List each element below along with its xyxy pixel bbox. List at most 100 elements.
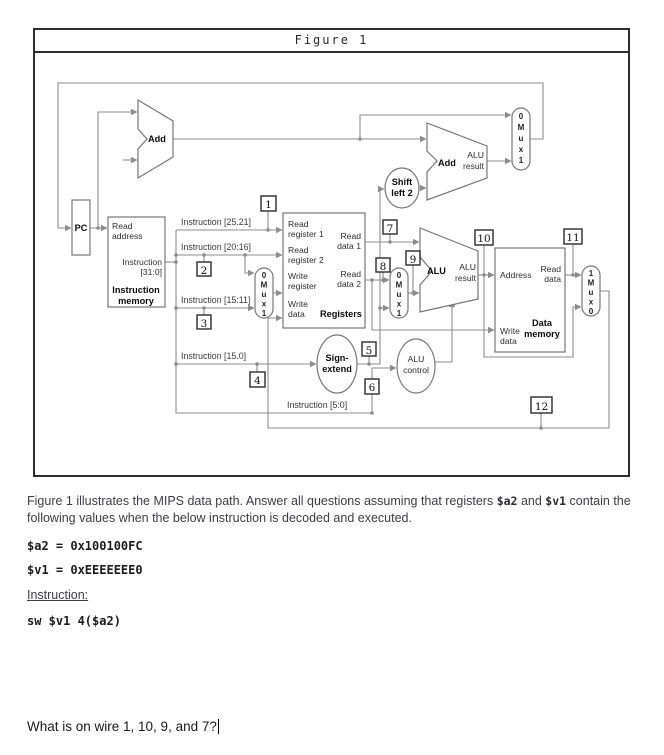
junction-dot (174, 362, 178, 366)
junction-dot (255, 362, 259, 366)
junction-dots (96, 137, 575, 430)
register-value-a2: $a2 = 0x100100FC (27, 539, 143, 553)
label-instr-5-0: Instruction [5:0] (287, 400, 347, 410)
register-value-v1: $v1 = 0xEEEEEEE0 (27, 563, 143, 577)
junction-dot (571, 273, 575, 277)
wire-tag-12: 12 (530, 396, 553, 414)
label-instr-15-11: Instruction [15:11] (181, 295, 250, 305)
wire-tag-9: 9 (405, 250, 421, 266)
sign-extend (316, 334, 358, 394)
wire-writeback (267, 290, 610, 429)
wire-tag-ticks (203, 211, 574, 428)
wire-tag-10: 10 (474, 229, 494, 246)
dmem-address-port: Address (500, 270, 532, 280)
svg-text:4: 4 (254, 375, 261, 387)
registers-name: Registers (320, 309, 362, 319)
wire-aluctl-out (435, 300, 456, 363)
junction-dot (370, 411, 374, 415)
imem-instruction-port: Instruction[31:0] (122, 257, 162, 277)
junction-dot (202, 306, 206, 310)
wire-tag-1: 1 (260, 195, 277, 212)
label-instr-15-0: Instruction [15.0] (181, 351, 246, 361)
register-v1-ref: $v1 (545, 494, 567, 508)
svg-text:6: 6 (369, 382, 376, 394)
regdst-mux (254, 267, 274, 319)
pcsrc-mux (511, 107, 531, 171)
wire-tag-5: 5 (361, 341, 377, 357)
figure-title: Figure 1 (35, 30, 628, 53)
wire-pcsrc-to-pc (57, 82, 544, 232)
junction-dot (381, 278, 385, 282)
wire-alu-result-bypass (483, 275, 582, 358)
wire-tag-6: 6 (364, 378, 380, 395)
junction-dot (370, 278, 374, 282)
instruction-memory-box (107, 216, 166, 308)
junction-dot (174, 253, 178, 257)
junction-dot (482, 273, 486, 277)
paragraph-text: Figure 1 illustrates the MIPS data path.… (27, 494, 497, 508)
data-memory-box (494, 247, 566, 353)
svg-text:11: 11 (566, 232, 579, 244)
wire-field-labels: Instruction [25.21] Instruction [20:16] … (181, 217, 347, 410)
svg-text:1: 1 (265, 199, 272, 211)
alu (419, 227, 479, 313)
wire-mem-write-data (371, 280, 495, 334)
add-unit (137, 98, 174, 180)
wire-tag-4: 4 (249, 371, 266, 388)
wire-tag-11: 11 (563, 228, 583, 245)
branch-adder (426, 122, 488, 201)
question-line[interactable]: What is on wire 1, 10, 9, and 7? (27, 719, 220, 734)
add-label: Add (148, 134, 166, 144)
register-a2-ref: $a2 (496, 494, 518, 508)
junction-dot (174, 260, 178, 264)
junction-dot (266, 228, 270, 232)
alu-control (396, 338, 436, 394)
alu-label: ALU (427, 266, 446, 276)
instruction-code: sw $v1 4($a2) (27, 614, 121, 628)
svg-text:2: 2 (201, 265, 208, 277)
datapath-wires (57, 82, 610, 429)
wire-number-tags: 1 2 3 4 5 6 7 8 9 10 11 12 (196, 195, 583, 414)
branch-adder-label: Add (438, 158, 456, 168)
wire-regdst-branch (244, 255, 255, 277)
registers-box (282, 212, 366, 329)
svg-text:9: 9 (410, 254, 417, 266)
instruction-heading: Instruction: (27, 588, 89, 602)
paragraph-line-2: following values when the below instruct… (27, 511, 412, 525)
paragraph-text: contain the (566, 494, 631, 508)
paragraph-line-1: Figure 1 illustrates the MIPS data path.… (27, 494, 631, 508)
svg-text:5: 5 (366, 345, 373, 357)
junction-dot (358, 137, 362, 141)
wire-pc-to-add (97, 108, 138, 228)
wire-tag-3: 3 (196, 314, 212, 330)
label-instr-20-16: Instruction [20:16] (181, 242, 251, 252)
text-cursor (217, 719, 220, 734)
shift-left-2 (384, 167, 420, 209)
junction-dot (202, 253, 206, 257)
junction-dot (539, 426, 543, 430)
wire-tag-8: 8 (375, 257, 391, 273)
junction-dot (174, 306, 178, 310)
junction-dot (243, 253, 247, 257)
pc-box (71, 199, 91, 256)
wire-tag-2: 2 (196, 261, 212, 277)
wire-tag-7: 7 (382, 219, 398, 235)
